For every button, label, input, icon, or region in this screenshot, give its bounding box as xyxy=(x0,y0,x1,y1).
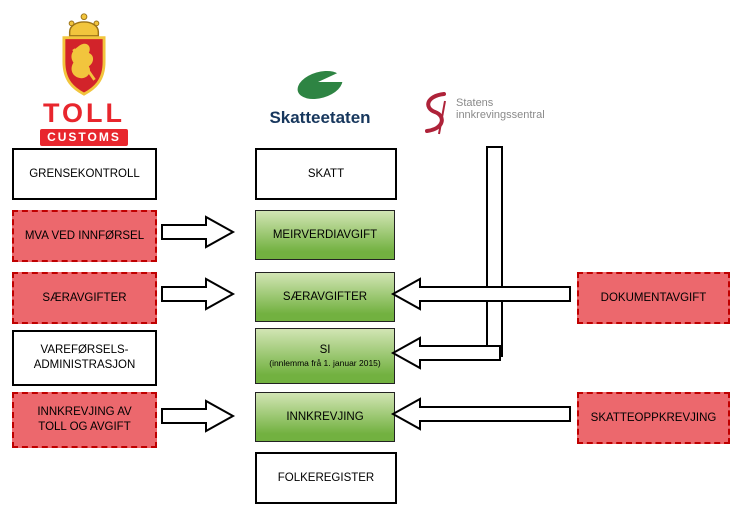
node-label: SÆRAVGIFTER xyxy=(42,291,127,304)
node-meirverdiavgift: MEIRVERDIAVGIFT xyxy=(255,210,395,260)
node-innkrevjing: INNKREVJING xyxy=(255,392,395,442)
skatteetaten-logo: Skatteetaten xyxy=(250,66,390,128)
block-arrow-left-icon xyxy=(390,336,501,370)
node-label: SÆRAVGIFTER xyxy=(282,290,368,303)
node-sublabel: (innlemma frå 1. januar 2015) xyxy=(269,358,381,369)
node-label: SKATTEOPPKREVJING xyxy=(590,411,717,424)
si-mark-icon xyxy=(425,92,446,135)
node-mva-ved-innforsel: MVA VED INNFØRSEL xyxy=(12,210,157,262)
si-logo: Statens innkrevingssentral xyxy=(416,88,545,138)
node-label: INNKREVJING AV xyxy=(37,406,132,419)
node-label: ADMINISTRASJON xyxy=(33,359,136,371)
node-skatteoppkrevjing: SKATTEOPPKREVJING xyxy=(577,392,730,444)
toll-customs-logo: TOLL CUSTOMS xyxy=(26,10,142,146)
node-folkeregister: FOLKEREGISTER xyxy=(255,452,397,504)
toll-wordmark: TOLL xyxy=(43,98,125,128)
block-arrow-right-icon xyxy=(161,277,236,311)
node-label: SKATT xyxy=(307,167,345,180)
skatteetaten-leaf-icon xyxy=(297,70,345,100)
si-wordmark-line1: Statens xyxy=(456,97,494,109)
node-varefoersels-administrasjon: VAREFØRSELS- ADMINISTRASJON xyxy=(12,330,157,386)
skatteetaten-wordmark: Skatteetaten xyxy=(269,108,371,127)
block-arrow-left-icon xyxy=(390,397,571,431)
node-label: DOKUMENTAVGIFT xyxy=(600,291,707,304)
block-arrow-right-icon xyxy=(161,399,236,433)
node-dokumentavgift: DOKUMENTAVGIFT xyxy=(577,272,730,324)
node-grensekontroll: GRENSEKONTROLL xyxy=(12,148,157,200)
node-label: VAREFØRSELS- xyxy=(40,344,129,357)
node-label: INNKREVJING xyxy=(286,410,364,423)
node-label: MEIRVERDIAVGIFT xyxy=(272,228,378,241)
si-wordmark-line2: innkrevingssentral xyxy=(456,109,545,121)
norwegian-coat-of-arms-icon xyxy=(62,13,106,96)
node-label: TOLL OG AVGIFT xyxy=(38,421,131,433)
node-saeravgifter-toll: SÆRAVGIFTER xyxy=(12,272,157,324)
block-arrow-right-icon xyxy=(161,215,236,249)
node-si: SI (innlemma frå 1. januar 2015) xyxy=(255,328,395,384)
si-wordmark: Statens innkrevingssentral xyxy=(456,97,545,121)
si-connector-bar xyxy=(486,146,503,357)
node-label: GRENSEKONTROLL xyxy=(29,167,140,180)
node-saeravgifter-skatt: SÆRAVGIFTER xyxy=(255,272,395,322)
customs-wordmark: CUSTOMS xyxy=(40,129,128,146)
node-label: SI xyxy=(319,343,331,356)
node-skatt: SKATT xyxy=(255,148,397,200)
node-label: MVA VED INNFØRSEL xyxy=(24,229,145,242)
node-label: FOLKEREGISTER xyxy=(277,471,375,484)
block-arrow-left-icon xyxy=(390,277,571,311)
node-innkrevjing-av-toll-og-avgift: INNKREVJING AV TOLL OG AVGIFT xyxy=(12,392,157,448)
